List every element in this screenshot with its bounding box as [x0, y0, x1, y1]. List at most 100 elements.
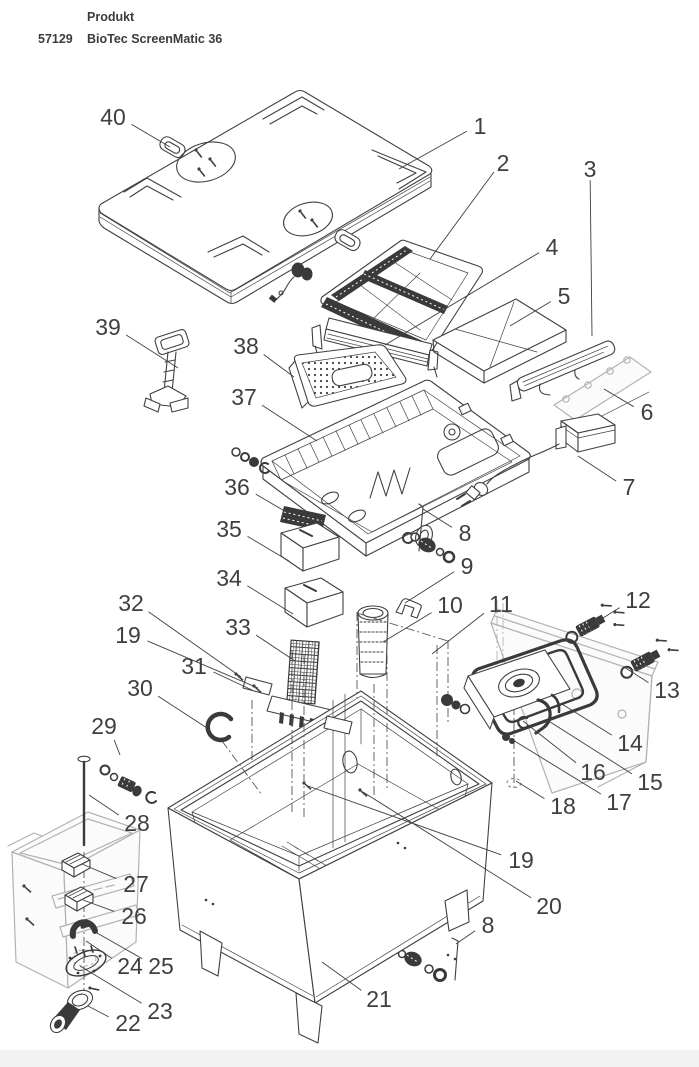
- callout-label-12: 12: [625, 587, 651, 613]
- callout-label-33: 33: [225, 614, 251, 640]
- callout-label-8: 8: [459, 520, 472, 546]
- callout-label-4: 4: [546, 234, 559, 260]
- slide-bar-part: [509, 340, 616, 402]
- callout-label-19: 19: [115, 622, 141, 648]
- callout-label-9: 9: [461, 553, 474, 579]
- callout-leader-38: [263, 354, 295, 378]
- ghost-mount-plate-part: [553, 356, 652, 421]
- callout-leader-29: [113, 739, 121, 756]
- callout-label-24: 24: [117, 953, 143, 979]
- callout-label-27: 27: [123, 871, 149, 897]
- callout-leader-11: [431, 612, 485, 655]
- callout-leader-21: [321, 961, 362, 991]
- callout-label-20: 20: [536, 893, 562, 919]
- lid-part: [98, 89, 433, 305]
- callout-leader-10: [382, 612, 432, 643]
- callout-label-36: 36: [224, 474, 250, 500]
- callout-leader-30: [157, 695, 208, 729]
- callout-leader-26: [82, 899, 115, 912]
- callout-leader-33: [255, 634, 296, 662]
- callout-label-3: 3: [584, 156, 597, 182]
- callout-label-37: 37: [231, 384, 257, 410]
- callout-label-16: 16: [580, 759, 606, 785]
- callout-leader-39: [125, 334, 179, 369]
- callout-label-10: 10: [437, 592, 463, 618]
- callout-leader-15: [546, 719, 633, 775]
- callout-leader-37: [261, 404, 318, 442]
- callout-leader-18: [515, 780, 545, 799]
- callout-label-1: 1: [474, 113, 487, 139]
- callout-leader-4: [384, 252, 540, 346]
- drain-hole-dashed: [506, 777, 522, 789]
- callout-label-38: 38: [233, 333, 259, 359]
- callout-leader-32: [148, 611, 242, 678]
- callout-leader-17: [507, 736, 602, 795]
- callout-label-7: 7: [623, 474, 636, 500]
- callout-label-29: 29: [91, 713, 117, 739]
- foam-block-upper: [280, 522, 340, 572]
- callout-leader-14: [561, 703, 613, 736]
- stand-bracket-part: [143, 328, 190, 413]
- callout-leader-31: [213, 671, 253, 691]
- perforated-tray-part: [288, 344, 407, 409]
- product-number: 57129: [38, 32, 73, 46]
- callout-label-18: 18: [550, 793, 576, 819]
- callout-leader-7: [577, 455, 617, 482]
- callout-leader-22: [87, 1005, 109, 1018]
- callout-label-34: 34: [216, 565, 242, 591]
- callout-label-30: 30: [127, 675, 153, 701]
- callout-leader-36: [255, 493, 289, 514]
- callout-leader-40: [131, 123, 171, 148]
- callout-leader-27: [81, 863, 117, 879]
- callout-leader-19: [147, 640, 259, 689]
- callout-leader-24: [85, 940, 112, 959]
- callout-label-40: 40: [100, 104, 126, 130]
- bearing-set-upper: [231, 447, 456, 564]
- callout-label-39: 39: [95, 314, 121, 340]
- alignment-lines: [221, 612, 515, 820]
- callout-leader-6: [603, 388, 635, 408]
- foam-block-lower: [284, 577, 344, 628]
- callout-leader-9: [404, 571, 455, 604]
- bearing-set-lower: [388, 937, 459, 982]
- callout-leader-19: [307, 785, 502, 856]
- callout-label-23: 23: [147, 998, 173, 1024]
- callout-label-14: 14: [617, 730, 643, 756]
- callout-label-11: 11: [489, 591, 513, 617]
- callout-label-17: 17: [606, 789, 632, 815]
- prechamber-parts: [21, 755, 157, 1034]
- callout-label-6: 6: [641, 399, 654, 425]
- callout-label-25: 25: [148, 953, 174, 979]
- main-container-part: [167, 671, 493, 1044]
- transformer-part: [456, 413, 616, 507]
- screen-cassette-part: [268, 239, 484, 378]
- callout-leader-20: [362, 791, 532, 899]
- callout-leader-23: [79, 965, 142, 1004]
- callout-leader-25: [96, 932, 143, 960]
- callout-label-5: 5: [558, 283, 571, 309]
- strainer-cylinder-part: [357, 605, 389, 679]
- callout-label-19: 19: [508, 847, 534, 873]
- callout-leader-28: [88, 794, 120, 816]
- product-column-label: Produkt: [87, 10, 135, 24]
- product-name: BioTec ScreenMatic 36: [87, 32, 223, 46]
- clip-part: [395, 598, 422, 619]
- callout-leader-12: [586, 607, 620, 629]
- callout-leader-2: [429, 171, 495, 260]
- lid-handle: [159, 136, 186, 159]
- callout-label-8: 8: [482, 912, 495, 938]
- callout-label-2: 2: [497, 150, 510, 176]
- callout-leader-8: [455, 930, 476, 945]
- callout-label-28: 28: [124, 810, 150, 836]
- callout-label-26: 26: [121, 903, 147, 929]
- callout-label-21: 21: [366, 986, 392, 1012]
- foam-cover-part: [432, 298, 567, 384]
- callout-leader-16: [522, 720, 577, 764]
- callout-leader-5: [509, 301, 552, 327]
- callout-leader-3: [589, 180, 593, 337]
- c-ring-part: [205, 711, 234, 743]
- footer-strip: [0, 1050, 699, 1067]
- callout-leader-35: [247, 536, 290, 562]
